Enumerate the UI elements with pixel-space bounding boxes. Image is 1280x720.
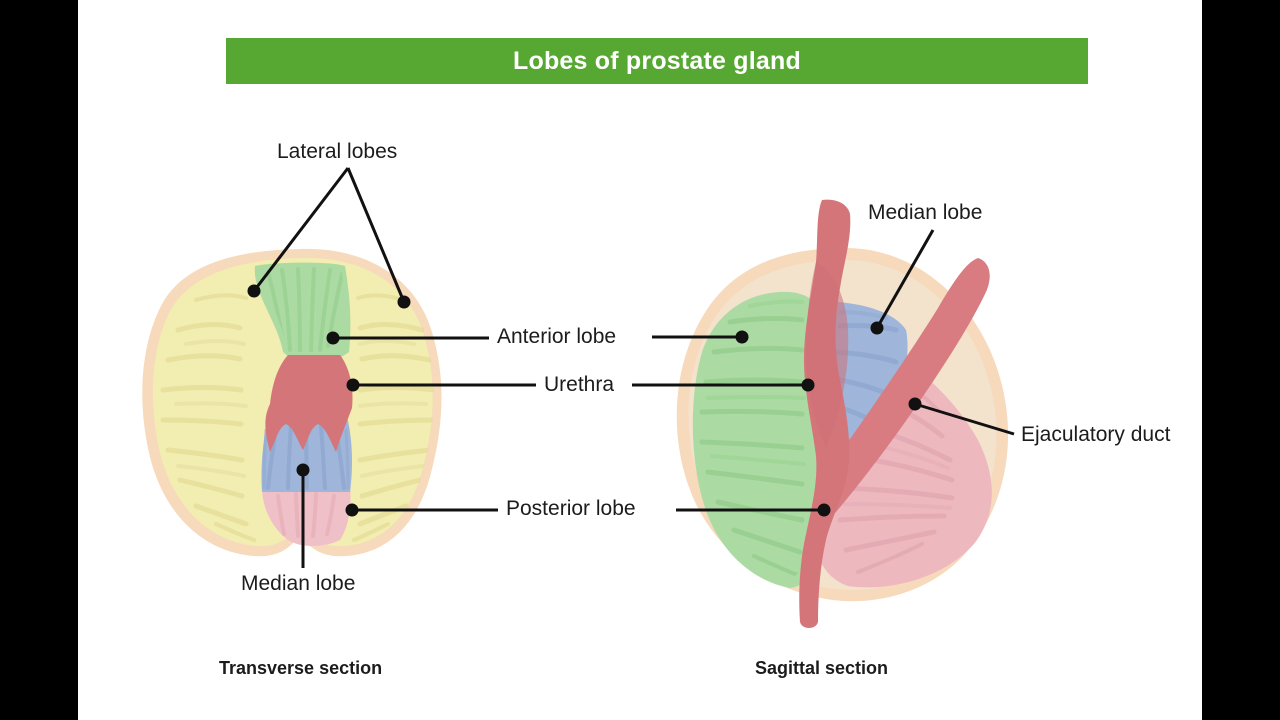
urethra-transverse [265, 355, 353, 452]
caption-sagittal-section: Sagittal section [755, 658, 889, 678]
label-median-lobe-sagittal: Median lobe [868, 201, 983, 224]
label-urethra: Urethra [544, 373, 615, 396]
caption-transverse-section: Transverse section [219, 658, 383, 678]
label-anterior-lobe: Anterior lobe [497, 325, 617, 348]
anterior-lobe-sagittal [692, 291, 826, 588]
urethra-sagittal-bulge [806, 262, 849, 448]
title-banner: Lobes of prostate gland [226, 38, 1088, 84]
transverse-section-figure [142, 167, 536, 568]
label-posterior-lobe: Posterior lobe [506, 497, 636, 520]
lateral-lobe-striations-right [352, 293, 434, 542]
label-median-lobe-transverse: Median lobe [241, 572, 356, 595]
lateral-lobe-striations-left [160, 293, 256, 542]
label-lateral-lobes: Lateral lobes [277, 140, 398, 163]
leader-lines-transverse [247, 167, 536, 568]
label-ejaculatory-duct: Ejaculatory duct [1021, 423, 1171, 446]
sagittal-section-figure [632, 199, 1015, 628]
page-title: Lobes of prostate gland [513, 46, 801, 75]
letterbox-bar-left [0, 0, 78, 720]
ejaculatory-duct-sagittal [812, 258, 990, 520]
leader-lines-sagittal [632, 229, 1015, 517]
letterbox-bar-right [1202, 0, 1280, 720]
posterior-lobe-striations [276, 492, 336, 538]
